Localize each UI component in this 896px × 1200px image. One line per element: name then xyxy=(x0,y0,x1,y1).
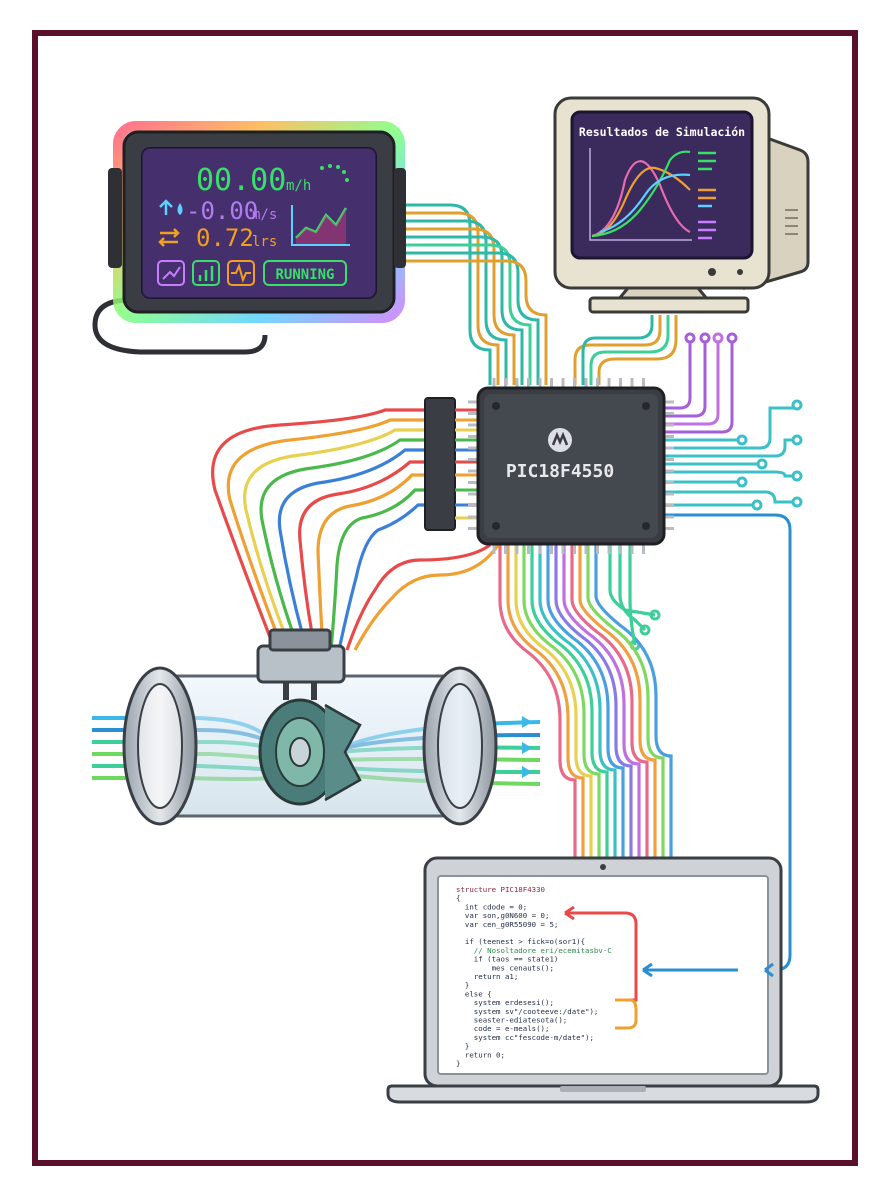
code-line: var cen_g0R55090 = 5; xyxy=(456,920,558,929)
speed-unit: m/h xyxy=(286,178,311,194)
code-line: { xyxy=(456,894,460,903)
code-line: var son,g0N600 = 0; xyxy=(456,911,549,920)
volume-value: 0.72 xyxy=(196,224,254,252)
code-line: system sv"/cooteeve:/date"); xyxy=(456,1007,598,1016)
microchip-logo-icon xyxy=(548,428,572,452)
laptop: structure PIC18F4330{ int cdode = 0; var… xyxy=(386,856,820,1104)
code-line: system cc"fescode-m/date"); xyxy=(456,1033,594,1042)
code-line: } xyxy=(456,981,469,990)
volume-unit: lrs xyxy=(252,234,277,250)
pulse-button[interactable] xyxy=(227,260,255,286)
signal-strength-icon xyxy=(320,164,349,182)
chip-label: PIC18F4550 xyxy=(506,461,614,482)
mini-flow-chart xyxy=(291,205,350,246)
chip-right-wires xyxy=(665,340,795,972)
code-feedback-arrows xyxy=(564,905,774,1030)
code-line: structure PIC18F4330 xyxy=(456,885,545,894)
sensor-wires xyxy=(211,408,500,651)
code-line: system erdesesi(); xyxy=(456,998,554,1007)
chart-legend-lines xyxy=(698,151,716,240)
display-chip-wires xyxy=(395,203,548,385)
wire-connector xyxy=(424,397,478,531)
code-line: mes cenauts(); xyxy=(456,963,554,972)
monitor-title: Resultados de Simulación xyxy=(579,125,745,139)
water-drop-icon xyxy=(177,203,183,215)
code-line: } xyxy=(456,1042,469,1051)
code-line: seaster-ediatesota(); xyxy=(456,1016,567,1025)
crt-monitor: Resultados de Simulación xyxy=(553,96,810,314)
monitor-chip-wires xyxy=(573,315,678,385)
code-line: else { xyxy=(456,989,492,998)
flow-arrows xyxy=(522,716,532,778)
speed-value: 00.00 xyxy=(196,163,286,198)
velocity-unit: m/s xyxy=(252,207,277,223)
ribbon-cable xyxy=(498,545,673,860)
code-line: if (teenest > fick=o(sor1){ xyxy=(456,937,585,946)
code-editor: structure PIC18F4330{ int cdode = 0; var… xyxy=(456,885,612,1068)
code-line: return a1; xyxy=(456,972,518,981)
status-text: RUNNING xyxy=(275,267,334,283)
code-line: int cdode = 0; xyxy=(456,902,527,911)
code-line: return 0; xyxy=(456,1050,505,1059)
status-running-badge: RUNNING xyxy=(263,260,347,286)
swap-arrows-icon xyxy=(158,228,180,247)
code-line: if (taos == state1) xyxy=(456,955,558,964)
trend-button[interactable] xyxy=(157,260,185,286)
bars-button[interactable] xyxy=(192,260,220,286)
velocity-value: -0.00 xyxy=(186,197,258,225)
code-line: code = e-meals(); xyxy=(456,1024,549,1033)
turbine-rotor xyxy=(258,698,362,806)
outer-frame xyxy=(32,30,858,1166)
flow-up-icon xyxy=(159,199,173,215)
code-line: // Nosoltadore eri/ecemitasbv-C xyxy=(456,946,612,955)
simulation-results-chart xyxy=(589,148,692,241)
flowmeter-display: RUNNING 00.00 m/h -0.00 m/s 0.72 lrs xyxy=(92,121,406,355)
flow-sensor-pipe xyxy=(92,628,541,826)
microcontroller-chip: PIC18F4550 xyxy=(468,378,674,554)
code-line: } xyxy=(456,1059,460,1068)
